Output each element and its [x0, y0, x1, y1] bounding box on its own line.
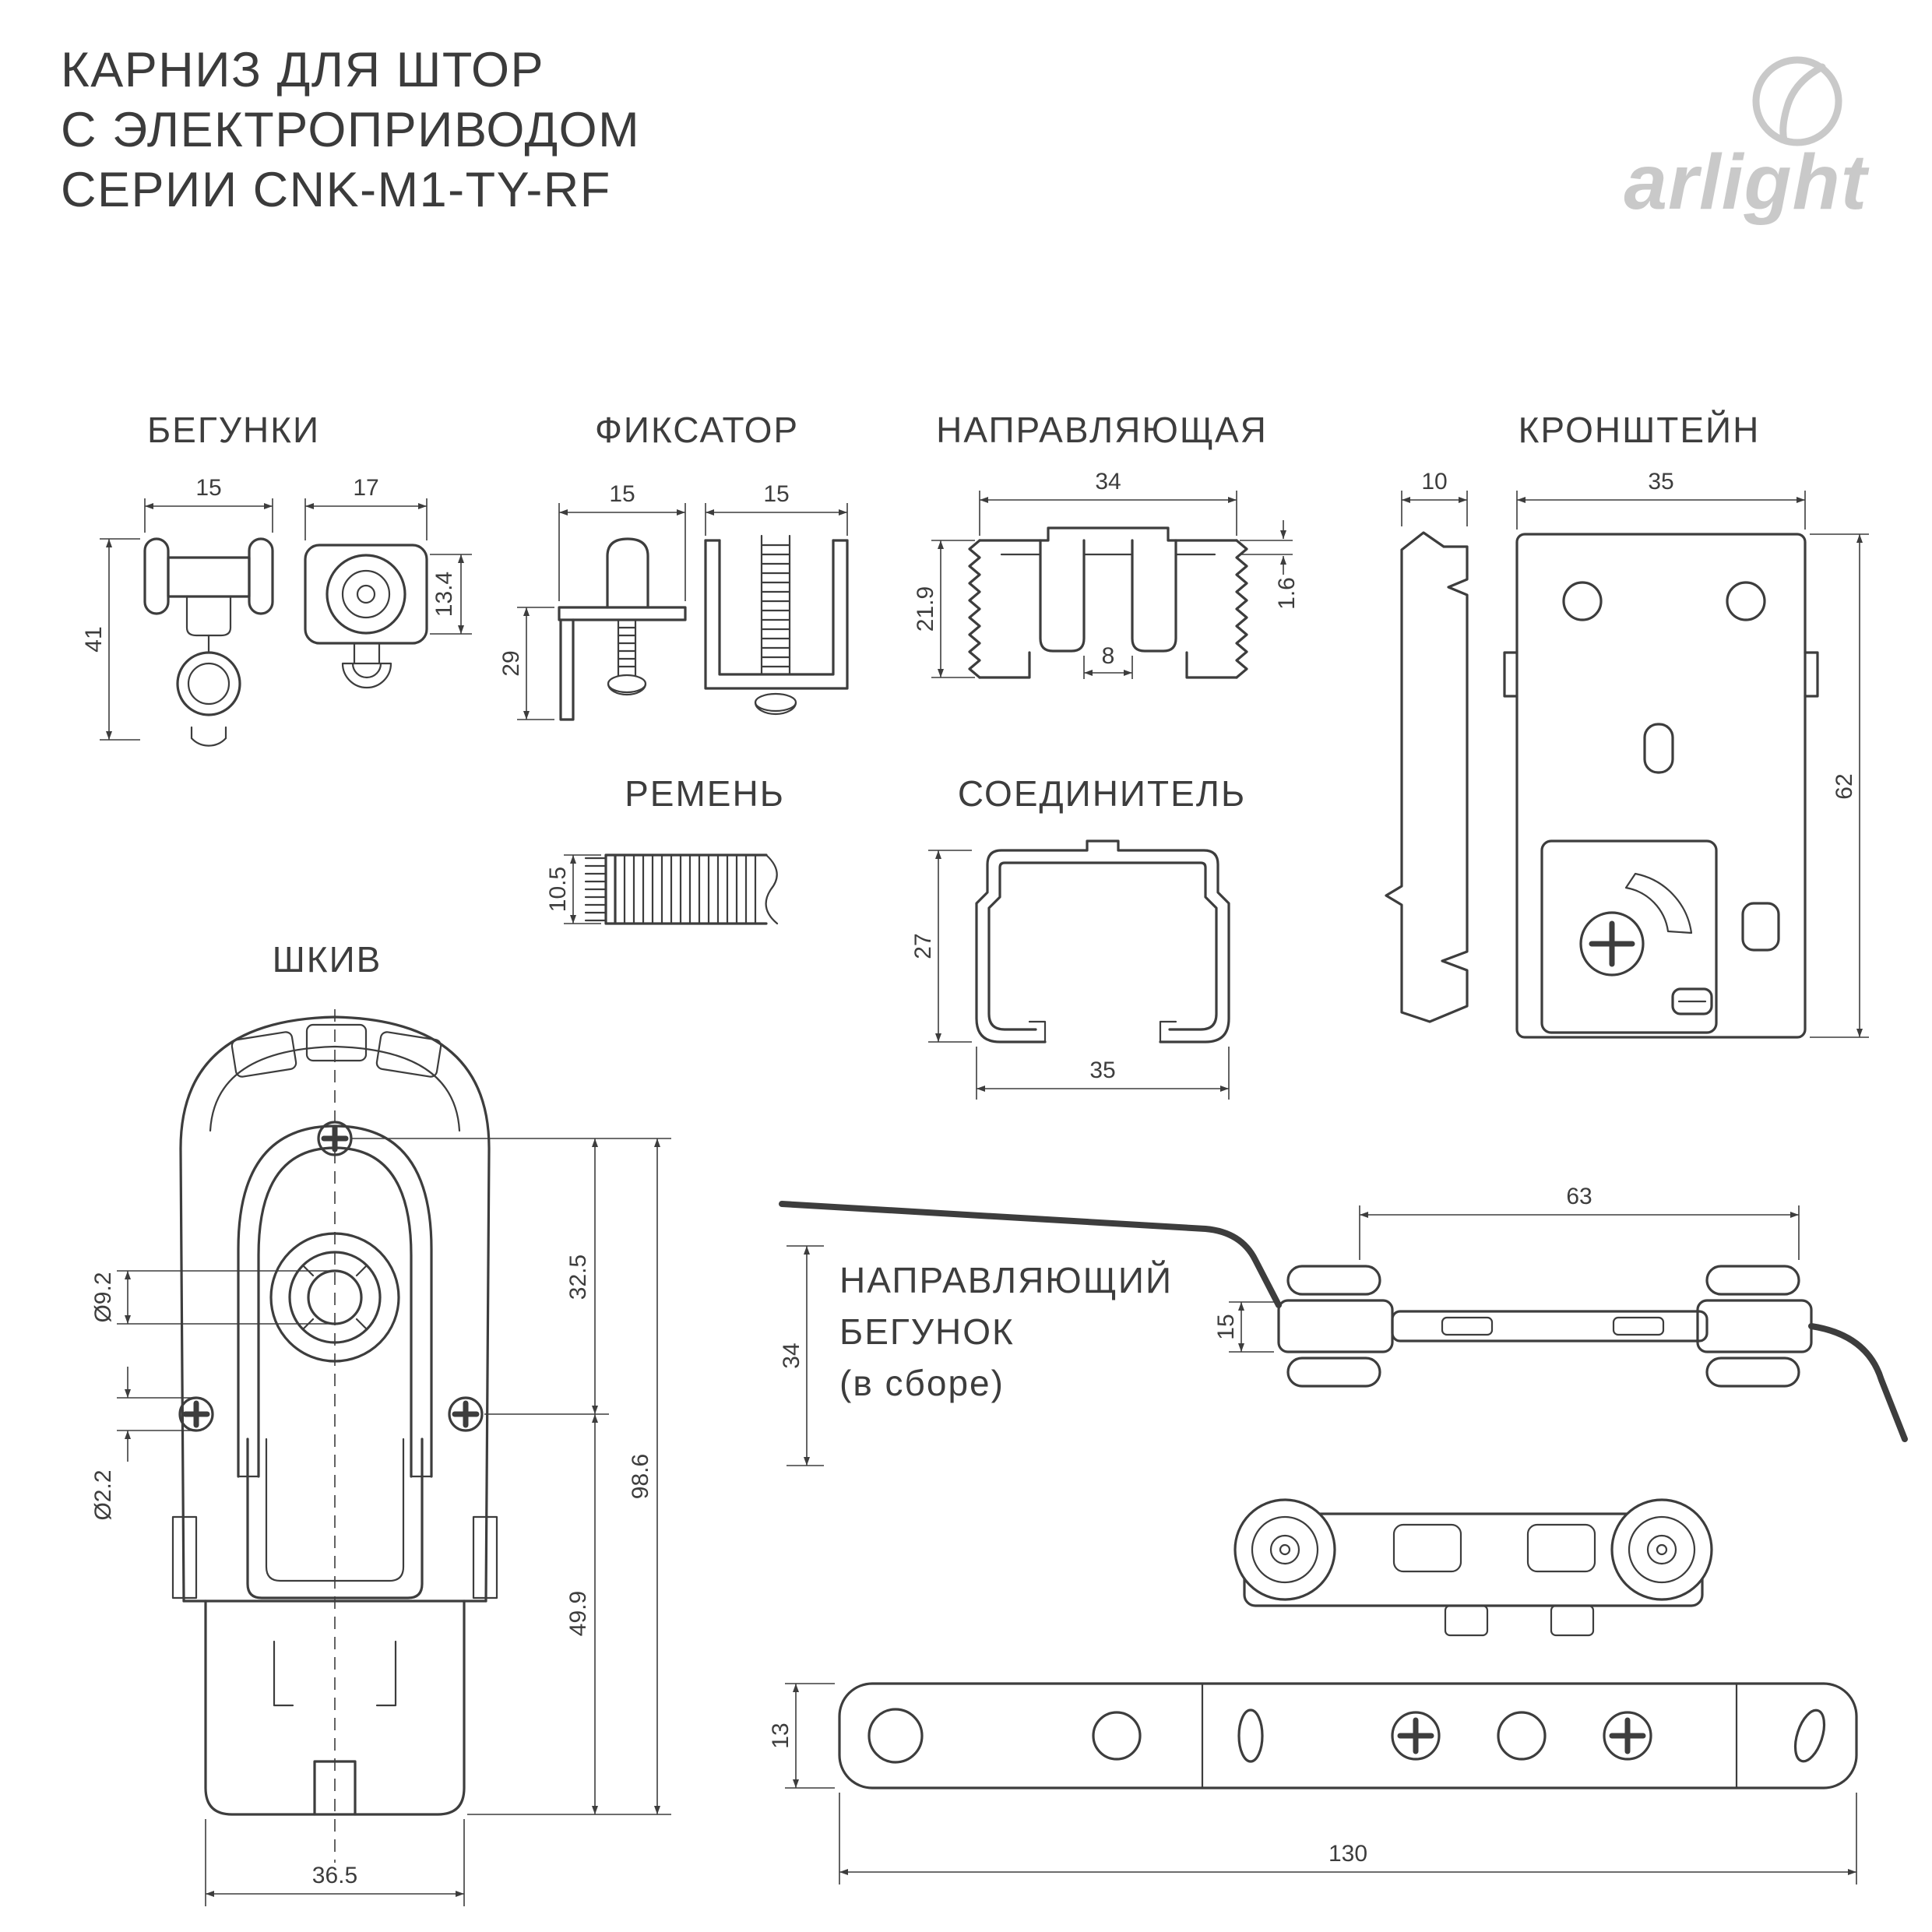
guide-runner-label-1: НАПРАВЛЯЮЩИЙ — [839, 1260, 1173, 1300]
dim-pulley-upper: 32.5 — [565, 1255, 591, 1300]
dim-runner-right-height: 13.4 — [431, 572, 457, 617]
section-belt: РЕМЕНЬ 10.5 — [545, 773, 785, 925]
runner-left-drawing — [143, 537, 274, 747]
section-fixator: ФИКСАТОР 15 29 15 — [498, 410, 849, 721]
dim-fixator-left-width: 15 — [609, 481, 635, 507]
rail-label: НАПРАВЛЯЮЩАЯ — [936, 410, 1268, 450]
brand-logo: arlight — [1624, 56, 1869, 226]
belt-label: РЕМЕНЬ — [625, 773, 785, 814]
dim-bar-height: 13 — [768, 1723, 794, 1748]
connector-label: СОЕДИНИТЕЛЬ — [958, 773, 1246, 814]
page-title: КАРНИЗ ДЛЯ ШТОР С ЭЛЕКТРОПРИВОДОМ СЕРИИ … — [61, 40, 640, 220]
dim-pulley-width: 36.5 — [312, 1863, 357, 1888]
dim-guide-runner-body: 15 — [1213, 1314, 1239, 1339]
dim-fixator-left-height: 29 — [498, 650, 524, 676]
brand-wordmark: arlight — [1624, 139, 1869, 226]
dim-rail-height: 21.9 — [913, 586, 938, 632]
section-runners: БЕГУНКИ 15 41 17 — [81, 410, 472, 747]
guide-runner-bar-view — [838, 1682, 1858, 1789]
dim-bracket-profile-width: 10 — [1421, 469, 1447, 494]
dim-runner-right-width: 17 — [353, 475, 378, 501]
title-line-3: СЕРИИ CNK-M1-TY-RF — [61, 162, 611, 217]
fixator-label: ФИКСАТОР — [595, 410, 799, 450]
bracket-side-profile-drawing — [1385, 531, 1469, 1023]
dim-rail-width: 34 — [1095, 469, 1121, 494]
dim-pulley-lower: 49.9 — [565, 1591, 591, 1636]
dim-bar-length: 130 — [1328, 1841, 1367, 1867]
dim-connector-height: 27 — [910, 933, 936, 959]
title-line-2: С ЭЛЕКТРОПРИВОДОМ — [61, 102, 641, 157]
guide-runner-label-3: (в сборе) — [839, 1363, 1005, 1403]
guide-runner-side-view — [1233, 1498, 1713, 1637]
dim-connector-width: 35 — [1089, 1057, 1115, 1083]
dim-runner-left-width: 15 — [195, 475, 221, 501]
dim-fixator-right-width: 15 — [763, 481, 789, 507]
dim-pulley-bore: Ø9.2 — [90, 1272, 116, 1322]
section-bracket: КРОНШТЕЙН 10 35 62 — [1385, 410, 1869, 1039]
logo-circle-icon — [1752, 56, 1842, 146]
section-connector: СОЕДИНИТЕЛЬ 27 35 — [910, 773, 1246, 1100]
guide-runner-top-view — [779, 1201, 1908, 1442]
dim-runner-left-height: 41 — [81, 626, 107, 652]
dim-bracket-plate-width: 35 — [1648, 469, 1673, 494]
fixator-left-drawing — [558, 537, 687, 721]
connector-profile-drawing — [975, 839, 1230, 1043]
dim-rail-slot: 8 — [1102, 643, 1115, 669]
runners-label: БЕГУНКИ — [147, 410, 320, 450]
guide-runner-label-2: БЕГУНОК — [839, 1311, 1015, 1352]
belt-drawing — [584, 853, 779, 925]
dim-belt-height: 10.5 — [545, 867, 571, 912]
section-guide-runner: НАПРАВЛЯЮЩИЙ БЕГУНОК (в сборе) 63 34 15 — [768, 1184, 1908, 1884]
runner-right-drawing — [304, 544, 428, 689]
section-rail: НАПРАВЛЯЮЩАЯ 34 21.9 8 1.6 — [913, 410, 1300, 679]
dim-pulley-hole: Ø2.2 — [90, 1469, 116, 1520]
title-line-1: КАРНИЗ ДЛЯ ШТОР — [61, 43, 544, 97]
logo-swoosh-icon — [1779, 63, 1826, 144]
dim-guide-runner-length: 63 — [1566, 1184, 1592, 1209]
dim-pulley-total: 98.6 — [628, 1454, 653, 1499]
dim-guide-runner-offset: 34 — [779, 1343, 804, 1368]
section-pulley: ШКИВ — [90, 939, 671, 1906]
pulley-housing-drawing — [171, 1009, 498, 1863]
bracket-label: КРОНШТЕЙН — [1519, 410, 1761, 450]
rail-profile-drawing — [968, 526, 1248, 679]
dim-rail-wall: 1.6 — [1274, 577, 1300, 610]
pulley-label: ШКИВ — [273, 939, 382, 980]
fixator-right-drawing — [704, 534, 849, 716]
bracket-plate-drawing — [1503, 533, 1819, 1039]
dim-bracket-plate-height: 62 — [1832, 773, 1857, 799]
